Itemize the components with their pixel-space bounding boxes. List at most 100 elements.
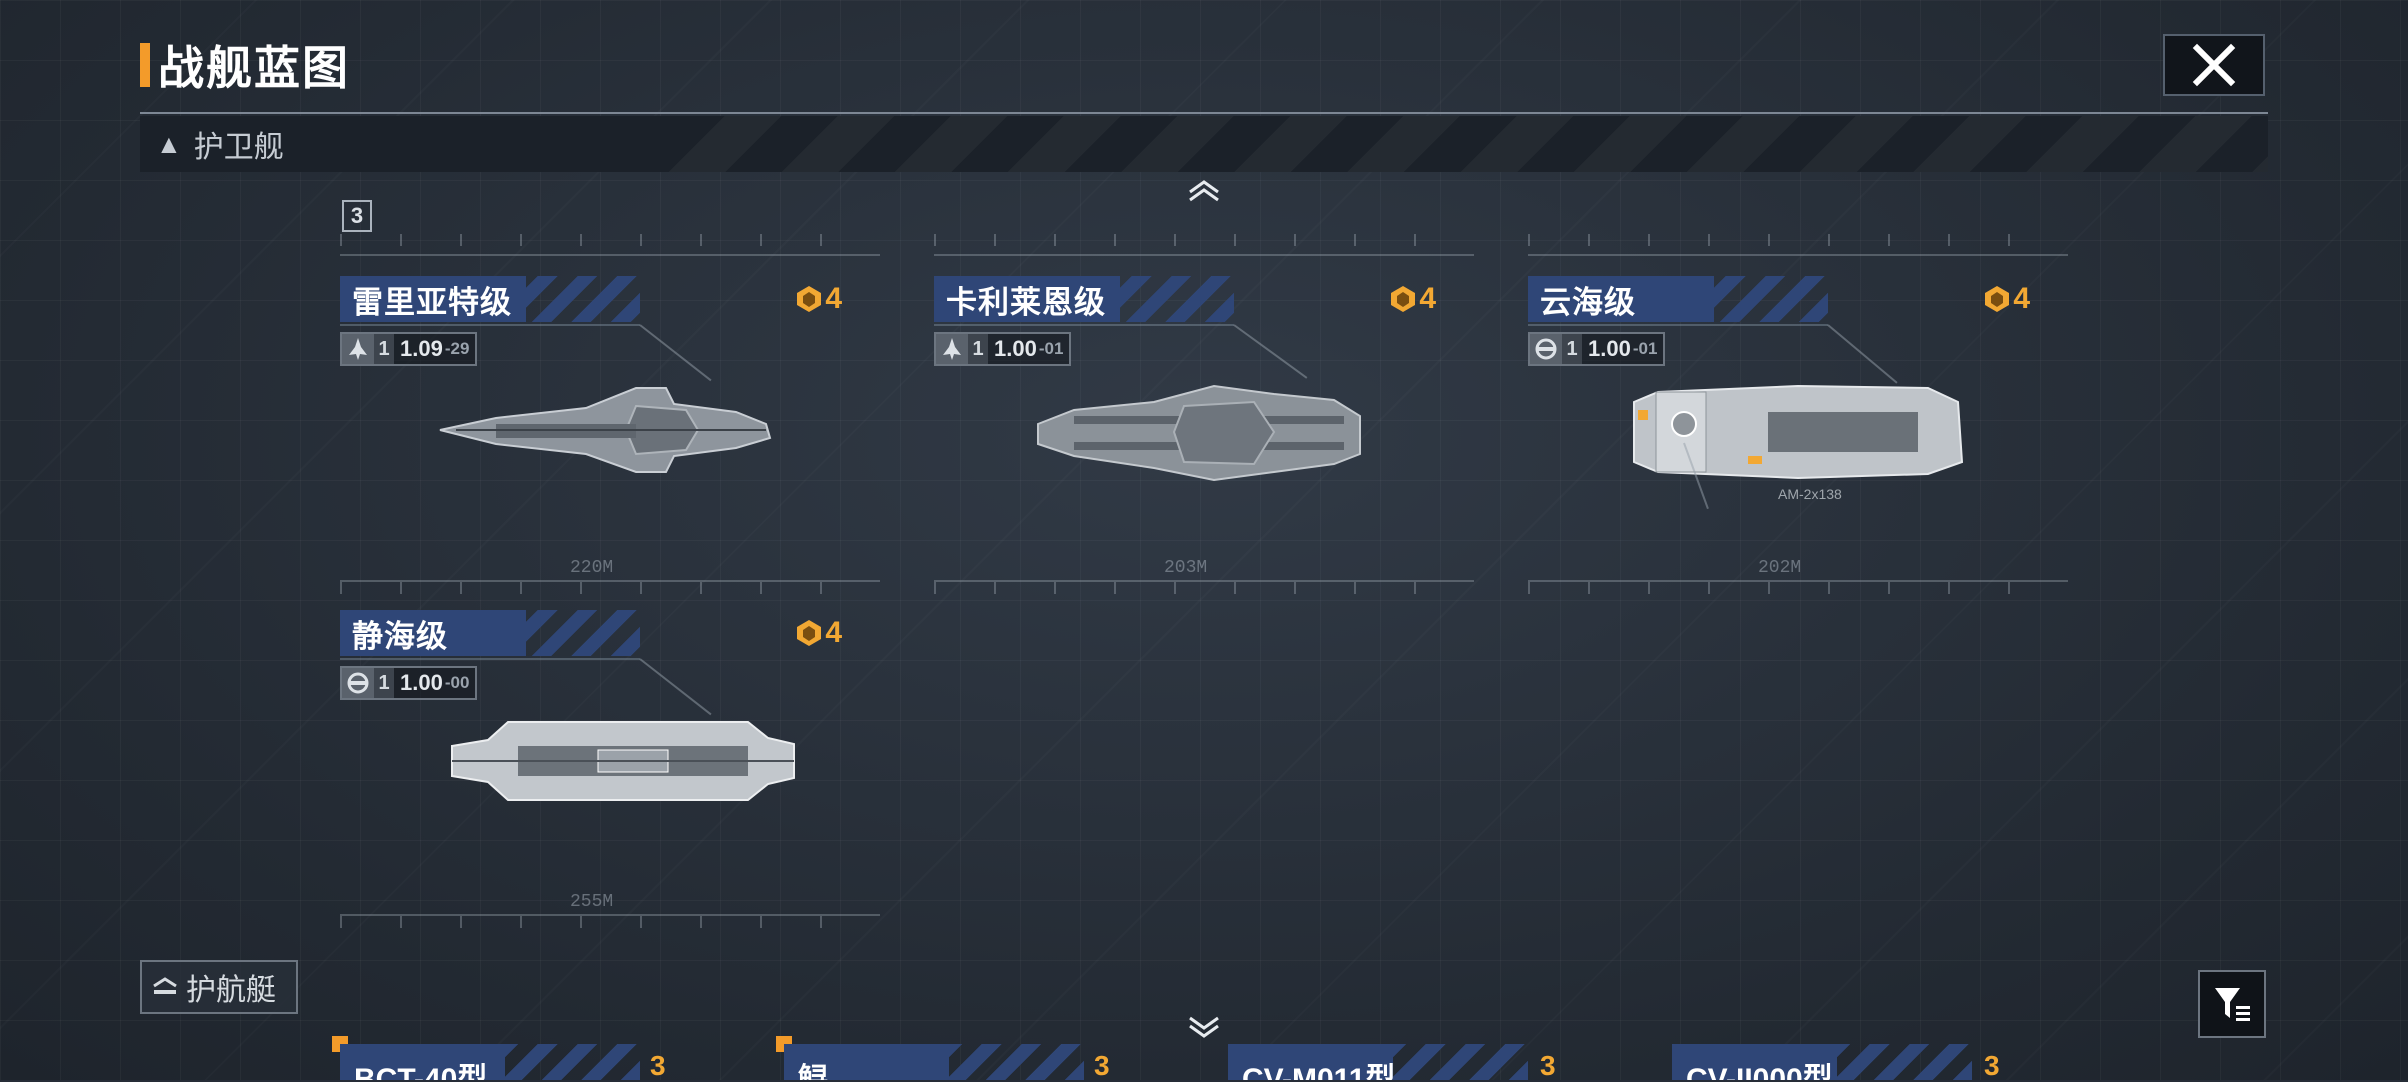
ship-card-peek[interactable]: BCT-40型	[340, 1044, 640, 1080]
ship-type-icon	[342, 334, 374, 364]
stat-suffix: -01	[1038, 339, 1064, 358]
rank-badge: 4	[1389, 282, 1436, 316]
rank-value: 4	[1419, 282, 1436, 315]
ship-name-bar: 卡利莱恩级	[934, 276, 1234, 322]
ship-name: CV-II000型	[1686, 1063, 1833, 1080]
ship-stat-value: 1.00-00	[394, 668, 475, 698]
ship-name: 云海级	[1540, 284, 1636, 320]
name-underline	[934, 324, 1234, 326]
ship-image	[1633, 384, 1964, 480]
page-title-text: 战舰蓝图	[158, 42, 350, 94]
filter-icon	[2215, 988, 2250, 1021]
section-header-frigate[interactable]: ▲ 护卫舰	[140, 116, 2268, 172]
ship-image	[451, 721, 795, 801]
stat-number: 1.00	[400, 670, 443, 695]
ship-stats: 1 1.00-01	[934, 332, 1072, 366]
ruler	[340, 234, 880, 256]
ship-name: 鲟	[798, 1063, 828, 1080]
rank-badge: 4	[795, 616, 842, 650]
rank-value: 3	[1094, 1050, 1110, 1081]
ship-name: CV-M011型	[1242, 1063, 1396, 1080]
ship-card-peek[interactable]: CV-M011型	[1228, 1044, 1528, 1080]
ship-image	[1037, 384, 1361, 482]
ship-name-bar: 静海级	[340, 610, 640, 656]
rank-badge: 4	[795, 282, 842, 316]
close-icon	[2192, 43, 2236, 87]
collapse-triangle-icon: ▲	[156, 128, 182, 159]
section-label: 护卫舰	[193, 131, 284, 164]
ruler	[1528, 580, 2068, 596]
rank-value: 3	[1984, 1050, 2000, 1081]
ship-card[interactable]: 卡利莱恩级 4 1 1.00-01 203M	[934, 234, 1474, 596]
section-stripes	[668, 116, 2268, 172]
ship-card[interactable]: 雷里亚特级 4 1 1.09-29 220M	[340, 234, 880, 596]
stat-number: 1.00	[1588, 336, 1631, 361]
rank-value: 4	[825, 282, 842, 315]
ship-name: BCT-40型	[354, 1063, 488, 1080]
ruler	[340, 580, 880, 596]
ship-name-bar: 雷里亚特级	[340, 276, 640, 322]
ship-card[interactable]: 静海级 4 1 1.00-00 255M	[340, 610, 880, 930]
rank-value: 3	[650, 1050, 666, 1081]
ship-level: 1	[968, 334, 988, 364]
ship-name: 雷里亚特级	[352, 284, 512, 320]
name-underline	[1528, 324, 1828, 326]
scroll-down-icon[interactable]	[1186, 1016, 1222, 1040]
section-label: 护航艇	[186, 974, 276, 1007]
header-divider	[140, 112, 2268, 114]
stat-suffix: -01	[1632, 339, 1658, 358]
ruler	[1528, 234, 2068, 256]
count-badge: 3	[342, 200, 372, 232]
ship-length: 255M	[570, 892, 614, 912]
ruler	[934, 580, 1474, 596]
ship-stat-value: 1.00-01	[1582, 334, 1663, 364]
stat-suffix: -29	[444, 339, 470, 358]
name-underline	[340, 658, 640, 660]
scroll-up-icon[interactable]	[1186, 178, 1222, 202]
ship-name-bar: 云海级	[1528, 276, 1828, 322]
ship-level: 1	[374, 668, 394, 698]
ruler	[934, 234, 1474, 256]
stat-number: 1.00	[994, 336, 1037, 361]
ship-type-icon	[342, 668, 374, 698]
layer-icon	[153, 977, 177, 994]
ship-stats: 1 1.00-00	[340, 666, 478, 700]
rank-emblem-icon	[1985, 286, 2010, 312]
ship-length: 202M	[1758, 558, 1802, 578]
leader-line	[1827, 324, 1898, 384]
ship-stats: 1 1.00-01	[1528, 332, 1666, 366]
ship-card[interactable]: 云海级 4 1 1.00-01 AM-2x138 202M	[1528, 234, 2068, 596]
rank-emblem-icon	[797, 286, 822, 312]
ship-stats: 1 1.09-29	[340, 332, 478, 366]
stat-number: 1.09	[400, 336, 443, 361]
ship-level: 1	[1562, 334, 1582, 364]
filter-button[interactable]	[2198, 970, 2266, 1038]
callout-label: AM-2x138	[1778, 486, 1842, 502]
ship-card-peek[interactable]: CV-II000型	[1672, 1044, 1972, 1080]
ship-stat-value: 1.00-01	[988, 334, 1069, 364]
ship-type-icon	[1530, 334, 1562, 364]
rank-value: 4	[825, 616, 842, 649]
rank-emblem-icon	[797, 620, 822, 646]
ship-name: 静海级	[352, 618, 448, 654]
ship-name: 卡利莱恩级	[946, 284, 1106, 320]
rank-badge: 4	[1983, 282, 2030, 316]
leader-line	[1233, 324, 1308, 379]
section-header-escort[interactable]: 护航艇	[140, 960, 298, 1014]
ship-length: 220M	[570, 558, 614, 578]
stat-suffix: -00	[444, 673, 470, 692]
name-underline	[340, 324, 640, 326]
ruler	[340, 914, 880, 930]
rank-emblem-icon	[1391, 286, 1416, 312]
rank-value: 3	[1540, 1050, 1556, 1081]
close-button[interactable]	[2163, 34, 2265, 96]
rank-value: 4	[2013, 282, 2030, 315]
ship-type-icon	[936, 334, 968, 364]
page-title: 战舰蓝图	[140, 40, 350, 94]
ship-image	[439, 387, 772, 473]
ship-card-peek[interactable]: 鲟	[784, 1044, 1084, 1080]
ship-stat-value: 1.09-29	[394, 334, 475, 364]
leader-line	[639, 658, 712, 716]
